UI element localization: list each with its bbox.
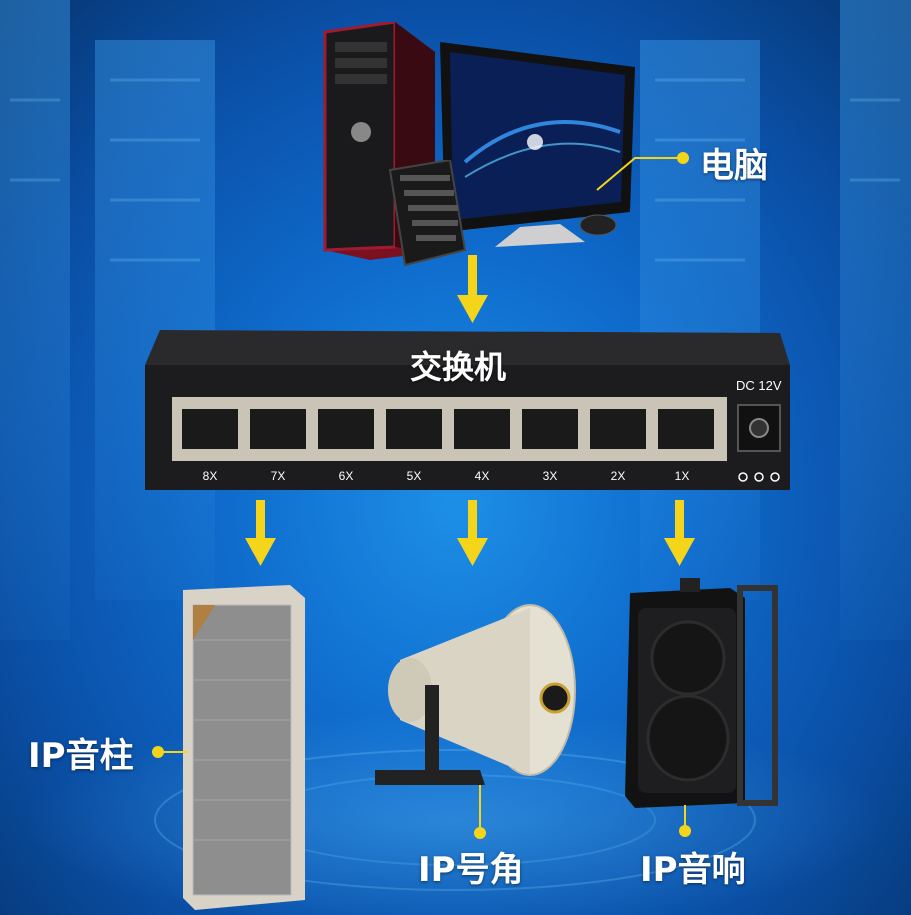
wall-speaker-image bbox=[625, 578, 778, 808]
port-label-3: 3X bbox=[542, 469, 558, 483]
horn-speaker-label: IP号角 bbox=[418, 850, 524, 890]
port-label-2: 2X bbox=[610, 469, 626, 483]
computer-callout-line bbox=[596, 152, 689, 191]
column-speaker-image bbox=[183, 585, 305, 910]
column-speaker-label: IP音柱 bbox=[28, 736, 134, 776]
port-label-6: 6X bbox=[338, 469, 354, 483]
mouse-image bbox=[579, 214, 617, 236]
horn-speaker-image bbox=[375, 604, 576, 785]
port-label-7: 7X bbox=[270, 469, 286, 483]
wall-callout-line bbox=[679, 805, 691, 837]
arrow-switch-to-horn bbox=[457, 500, 488, 566]
horn-callout-line bbox=[474, 785, 486, 839]
port-label-5: 5X bbox=[406, 469, 422, 483]
arrow-pc-to-switch bbox=[457, 255, 488, 323]
column-callout-line bbox=[152, 746, 188, 758]
arrow-switch-to-column bbox=[245, 500, 276, 566]
network-switch-body bbox=[145, 330, 790, 490]
monitor-image bbox=[440, 42, 635, 247]
power-port-label: DC 12V bbox=[736, 378, 782, 393]
port-label-1: 1X bbox=[674, 469, 690, 483]
port-label-8: 8X bbox=[202, 469, 218, 483]
arrow-switch-to-wall bbox=[664, 500, 695, 566]
wall-speaker-label: IP音响 bbox=[640, 850, 746, 890]
keyboard-image bbox=[388, 160, 467, 267]
computer-label: 电脑 bbox=[700, 146, 768, 186]
switch-label: 交换机 bbox=[410, 348, 507, 386]
port-label-4: 4X bbox=[474, 469, 490, 483]
